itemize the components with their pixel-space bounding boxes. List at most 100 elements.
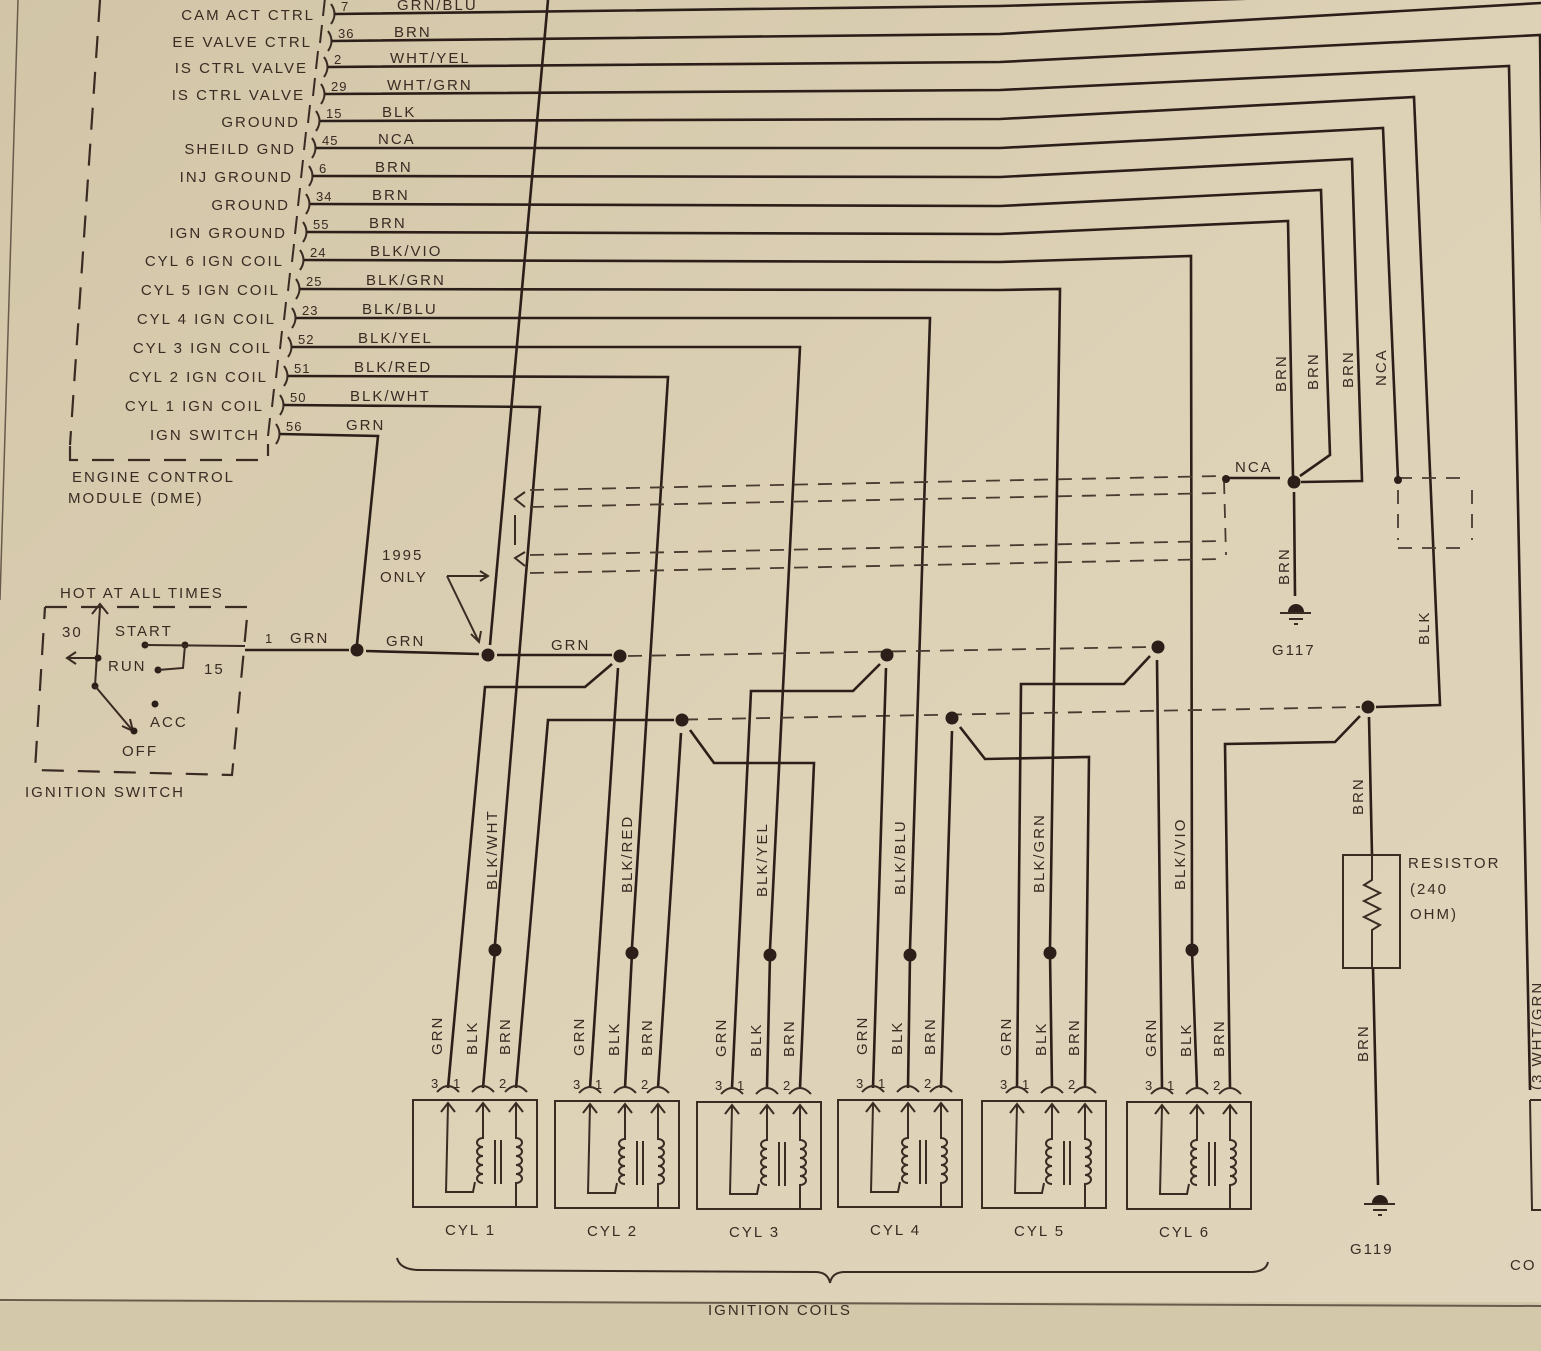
ecm-pin-label: CYL 2 IGN COIL	[129, 369, 268, 386]
splice-dot	[1185, 943, 1199, 957]
ignition-switch-title: IGNITION SWITCH	[25, 784, 185, 801]
nca-wire-label: NCA	[1235, 459, 1273, 476]
coil-core-icon	[778, 1142, 786, 1186]
ecm-wire-color: BRN	[372, 187, 410, 204]
coil-terminal-icon	[755, 1087, 779, 1095]
ecm-pin-label: GROUND	[221, 114, 300, 131]
arrow-up-icon	[617, 1102, 633, 1114]
page-left-edge-line	[0, 0, 19, 601]
terminal-30-label: 30	[62, 624, 83, 641]
coil-pin-wire-label: BRN	[1211, 1019, 1228, 1057]
switch-output-pin: 1	[265, 631, 273, 646]
arrow-up-icon	[1077, 1102, 1093, 1114]
ecm-pin-number: 2	[334, 52, 342, 67]
arrow-up-icon	[508, 1101, 524, 1113]
wire-pin-6	[312, 157, 1364, 484]
coil-pin-wire-label: GRN	[713, 1018, 730, 1057]
coil-trigger-wire-label: BLK/BLU	[892, 819, 909, 895]
coil-pin-wire-label: GRN	[429, 1016, 446, 1055]
shield-drain-dot	[1394, 476, 1402, 484]
ecm-pin-number: 52	[298, 332, 314, 347]
ecm-pin-number: 34	[316, 189, 332, 204]
coil-pin-number: 1	[1022, 1077, 1030, 1092]
secondary-winding-icon	[940, 1104, 948, 1207]
brn-wire-label: BRN	[1276, 547, 1293, 585]
ecm-title: ENGINE CONTROL	[72, 469, 235, 486]
resistor-value: (240	[1410, 881, 1448, 898]
wire-pin-7	[309, 188, 1332, 478]
coil-terminal-icon	[1040, 1086, 1064, 1094]
coil-pin-wire-label: BLK	[1178, 1023, 1195, 1057]
connector-terminal-icon	[311, 137, 317, 159]
ecm-border-dash	[307, 104, 311, 124]
coil-feed-grn	[1015, 655, 1151, 1089]
coil-circuit	[728, 1105, 760, 1195]
ground-icon	[1372, 1195, 1388, 1203]
splice-dot	[481, 648, 495, 662]
coil-pin-number: 2	[499, 1076, 507, 1091]
coil-circuit	[869, 1103, 901, 1193]
primary-winding-icon	[618, 1105, 626, 1185]
g117-ground-wire	[1292, 491, 1297, 597]
wire-pin-9	[303, 254, 1194, 945]
ecm-wire-color: BRN	[375, 159, 413, 176]
coil-terminal-icon	[1073, 1086, 1097, 1094]
coil-pin-wire-label: BLK	[606, 1022, 623, 1056]
coil-core-icon	[1063, 1141, 1071, 1185]
coil-feed-grn	[446, 663, 613, 1089]
ecm-pin-number: 24	[310, 245, 326, 260]
switch-contact-dot	[94, 654, 102, 662]
ecm-border-dash	[315, 50, 319, 70]
coil-feed-grn	[1155, 659, 1164, 1089]
primary-winding-icon	[476, 1104, 484, 1184]
coil-pin-wire-label: GRN	[571, 1017, 588, 1056]
coil-feed-grn	[871, 667, 888, 1089]
coil-feed-brn	[688, 729, 816, 1089]
arrow-up-icon	[900, 1101, 916, 1113]
ecm-wire-color: BLK/VIO	[370, 243, 442, 260]
nca-wire-label: NCA	[1373, 348, 1390, 386]
coil-pin-wire-label: BLK	[748, 1023, 765, 1057]
coil-pin-number: 2	[1068, 1077, 1076, 1092]
coil-pin-wire-label: BLK	[889, 1021, 906, 1055]
coil-label: CYL 6	[1159, 1224, 1210, 1241]
terminal-15-label: 15	[204, 661, 225, 678]
note-1995: 1995	[382, 547, 423, 564]
ecm-pin-label: CYL 5 IGN COIL	[141, 282, 280, 299]
shield-end-icon	[513, 491, 526, 508]
coil-pin-wire-label: GRN	[998, 1017, 1015, 1056]
shield-drain-dot	[1222, 475, 1230, 483]
connector-terminal-icon	[279, 394, 285, 416]
hot-at-all-times-label: HOT AT ALL TIMES	[60, 585, 224, 602]
coil-core-icon	[494, 1140, 502, 1184]
coil-feed-brn	[514, 718, 674, 1089]
coil-housing	[412, 1099, 538, 1208]
primary-winding-icon	[760, 1106, 768, 1186]
arrow-up-icon	[724, 1103, 740, 1115]
resistor-unit: OHM)	[1410, 906, 1458, 923]
page-bottom-edge-line	[0, 1299, 1541, 1307]
ecm-pin-number: 7	[341, 0, 349, 14]
connector-terminal-icon	[305, 193, 311, 215]
coil-pin-wire-label: BRN	[639, 1018, 656, 1056]
connector-terminal-icon	[320, 83, 326, 105]
ecm-border-dash	[283, 301, 287, 321]
coil-housing	[981, 1100, 1107, 1209]
wire-pin-4	[319, 95, 1442, 709]
coil-core-icon	[636, 1141, 644, 1185]
start-position-label: START	[115, 623, 173, 640]
ecm-border-dash	[294, 215, 298, 235]
splice-dot	[880, 648, 894, 662]
arrow-up-icon	[1189, 1103, 1205, 1115]
acc-position-label: ACC	[150, 714, 188, 731]
primary-winding-icon	[1190, 1106, 1198, 1186]
ecm-pin-label: IGN GROUND	[170, 225, 288, 242]
coil-pin-wire-label: BRN	[781, 1019, 798, 1057]
coil-label: CYL 2	[587, 1223, 638, 1240]
ecm-pin-label: INJ GROUND	[180, 169, 293, 186]
coil-pin-number: 3	[856, 1076, 864, 1091]
